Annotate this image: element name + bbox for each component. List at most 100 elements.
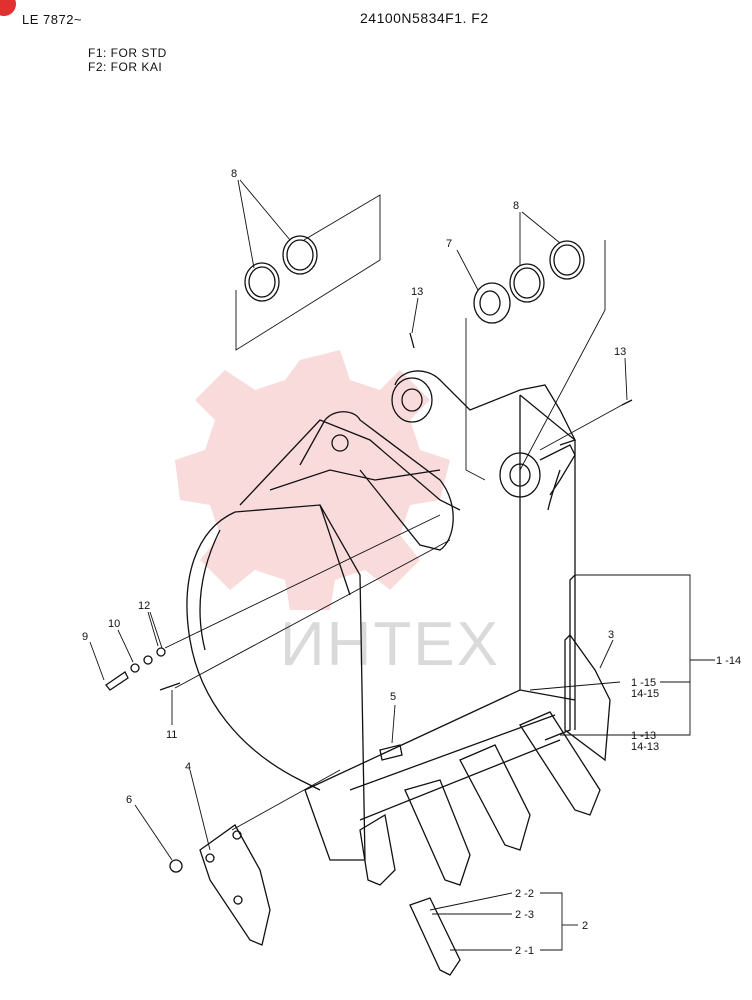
leader-8b xyxy=(239,179,291,241)
nut-6 xyxy=(169,859,183,873)
callout-1-13: 1 -13 xyxy=(631,730,656,742)
leader-9 xyxy=(89,641,105,681)
cutting-edge-lower xyxy=(359,739,561,821)
o-ring-8d xyxy=(549,240,585,280)
callout-10: 10 xyxy=(108,618,120,630)
o-ring-8b-inner xyxy=(286,239,314,271)
left-bracket xyxy=(299,411,454,551)
bracket-1-14 xyxy=(575,574,691,736)
callout-1-14: 1 -14 xyxy=(716,655,741,667)
callout-5: 5 xyxy=(390,691,396,703)
page-corner-badge xyxy=(0,0,16,16)
tooth-3 xyxy=(459,744,531,851)
bucket-shell-curve xyxy=(186,511,321,791)
callout-2-1: 2 -1 xyxy=(515,945,534,957)
grease-fitting-13a xyxy=(409,332,415,349)
side-cutter-right xyxy=(564,633,611,762)
callout-2-2: 2 -2 xyxy=(515,888,534,900)
grease-fitting-13b xyxy=(621,399,633,406)
o-ring-8d-inner xyxy=(553,244,581,276)
side-cutter-left xyxy=(199,824,271,946)
top-plate-rib xyxy=(269,469,441,491)
washer-12a xyxy=(143,655,153,665)
tooth-1 xyxy=(359,813,396,886)
o-ring-8c-inner xyxy=(513,267,541,299)
o-ring-8a-inner xyxy=(248,266,276,298)
leader-6 xyxy=(134,804,173,861)
callout-labels: 8 8 7 13 13 12 10 9 11 5 4 6 3 1 -14 1 -… xyxy=(82,168,741,957)
bucket-linework xyxy=(105,235,633,976)
axis-line-2 xyxy=(174,539,451,689)
callout-2-3: 2 -3 xyxy=(515,909,534,921)
note-f1: F1: FOR STD xyxy=(88,46,167,60)
axis-line-1 xyxy=(164,514,441,649)
left-side-plate xyxy=(234,504,366,861)
callout-4: 4 xyxy=(185,761,191,773)
leader-8d xyxy=(521,211,561,244)
side-cutter-hole-2 xyxy=(232,830,242,840)
leader-7 xyxy=(456,249,479,291)
leader-4 xyxy=(189,769,211,851)
serial-range: LE 7872~ xyxy=(22,12,83,27)
callout-6: 6 xyxy=(126,794,132,806)
leader-12a xyxy=(147,611,159,647)
leader-12b xyxy=(149,611,163,649)
callout-3: 3 xyxy=(608,629,614,641)
leader-10 xyxy=(117,629,134,663)
leader-13a xyxy=(411,297,419,334)
front-boss-flange xyxy=(539,444,576,496)
o-ring-8c xyxy=(509,263,545,303)
callout-9: 9 xyxy=(82,631,88,643)
right-side-plate xyxy=(519,394,576,741)
bushing-7-bore xyxy=(479,290,501,316)
tooth-4 xyxy=(519,711,601,816)
tooth-detail xyxy=(409,897,461,976)
o-ring-projection-right xyxy=(519,240,606,471)
drawing-number: 24100N5834F1. F2 xyxy=(360,10,489,26)
callout-1-15: 1 -15 xyxy=(631,677,656,689)
watermark-text: ИНТЕХ xyxy=(280,610,500,679)
o-ring-8b xyxy=(282,235,318,275)
callout-8a: 8 xyxy=(231,168,237,180)
leader-1-15 xyxy=(529,681,621,691)
bushing-projection xyxy=(465,318,486,481)
bucket-shell-inner xyxy=(199,529,221,651)
front-boss-tab xyxy=(547,469,561,511)
top-plate xyxy=(239,419,461,511)
washer-10 xyxy=(130,663,140,673)
callout-8b: 8 xyxy=(513,200,519,212)
leader-2-2 xyxy=(429,892,513,911)
side-cutter-hole-3 xyxy=(233,895,243,905)
o-ring-projection-left xyxy=(235,194,381,351)
callout-12: 12 xyxy=(138,600,150,612)
leader-5 xyxy=(391,704,396,744)
watermark-gear xyxy=(175,350,450,610)
callout-11: 11 xyxy=(166,729,177,741)
bushing-7 xyxy=(473,282,511,324)
right-bracket xyxy=(394,370,576,446)
watermark xyxy=(175,350,450,610)
note-f2: F2: FOR KAI xyxy=(88,60,163,74)
left-bracket-hole xyxy=(331,434,349,452)
rear-boss xyxy=(391,377,433,423)
callout-14-15: 14-15 xyxy=(631,688,659,700)
leader-lines xyxy=(89,179,715,951)
leader-13b-ext xyxy=(539,404,623,451)
callout-2: 2 xyxy=(582,920,588,932)
left-side-edge xyxy=(319,504,351,596)
bracket-2 xyxy=(540,892,563,951)
cutting-edge xyxy=(349,714,556,791)
callout-7: 7 xyxy=(446,238,452,250)
leader-8a xyxy=(237,179,255,269)
bolt-9 xyxy=(105,671,129,691)
axis-line-4 xyxy=(231,769,341,831)
bolt-5 xyxy=(379,744,403,761)
pin-11 xyxy=(159,682,181,691)
callout-13b: 13 xyxy=(614,346,626,358)
rear-boss-bore xyxy=(401,388,423,412)
callout-13a: 13 xyxy=(411,286,423,298)
washer-12b xyxy=(156,647,166,657)
callout-14-13: 14-13 xyxy=(631,741,659,753)
tooth-2 xyxy=(404,779,471,886)
